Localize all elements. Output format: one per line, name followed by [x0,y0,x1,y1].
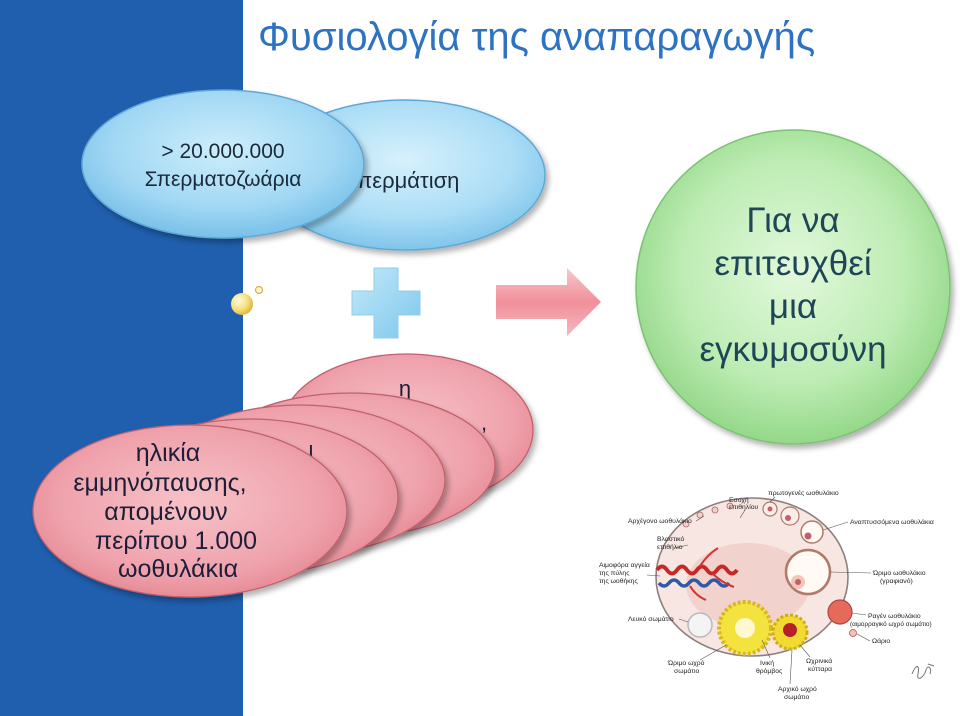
ovary-label-luteal-cells: Ωχρινικά [806,657,832,665]
ovary-label-mature-corpus-luteum: Ώριμο ωχρό [667,659,705,667]
pink-ellipse-5-fragment: η [399,376,411,401]
ovary-label-early-corpus-luteum-2: σωμάτιο [784,693,810,701]
blood-vessel-branch [689,547,735,601]
ovary-label-luteal-cells-2: κύτταρα [808,665,832,673]
ovary-label-invagination: Εσοχή [729,497,749,504]
ovary-label-primordial-follicle: Αρχέγονο ωοθυλάκιο [628,517,692,525]
primordial-follicle [696,511,704,519]
small-bubble-decoration [254,285,264,295]
growing-follicle-oocyte [785,515,791,521]
pregnancy-circle-shape [635,129,951,445]
ovary-illustration: πρωτογενές ωοθυλάκιο Εσοχή επιθηλίου Αρχ… [599,489,935,701]
pink-ellipse-5-fragment-comma: , [481,410,487,435]
released-ovum [849,629,857,637]
pregnancy-line-4: εγκυμοσύνη [699,330,886,369]
ovary-label-ruptured-follicle-2: (αιμορραγικό ωχρό σωμάτιο) [850,620,932,628]
ovary-label-mature-follicle: Ώριμο ωοθυλάκιο [872,569,926,577]
pregnancy-line-3: μια [769,287,817,326]
plus-icon [351,267,421,339]
ruptured-follicle [827,599,853,625]
graafian-oocyte [795,579,801,585]
primordial-follicle [682,520,690,528]
early-corpus-luteum-clot [783,623,797,637]
ovary-label-mature-follicle-2: (γραφιανό) [880,577,913,585]
primordial-follicle [726,502,734,510]
pink-ellipse-2-fragment: ι [309,437,314,462]
primordial-follicle [711,506,719,514]
corpus-albicans [687,612,713,638]
ovary-label-mature-corpus-luteum-2: σωμάτιο [674,667,700,675]
ovary-label-ovum: Ωάριο [872,637,890,645]
menopause-line-2: εμμηνόπαυσης, [73,469,246,497]
ovary-label-early-corpus-luteum: Αρχικό ωχρό [778,685,817,693]
ovary-label-ruptured-follicle: Ραγέν ωοθυλάκιο [868,612,921,620]
ovary-label-fibrin-clot-2: θρόμβος [756,667,783,675]
yellow-bubble-decoration [231,293,253,315]
menopause-line-4: περίπου 1.000 [95,527,257,555]
ovary-label-fibrin-clot: Ινική [760,660,774,667]
oocyte-ellipse-stack: η , ι ηλικία εμμηνόπαυσης, απομένουν περ… [32,353,534,598]
sperm-count-ellipse: > 20.000.000 Σπερματοζωάρια [81,89,365,239]
growing-follicle-oocyte [767,506,773,512]
ovary-label-corpus-albicans: Λευκό σωμάτιο [628,615,674,623]
label-leader-lines [646,496,872,685]
ovary-label-hilum-vessels-3: της ωοθήκης [599,578,638,585]
ovary-stroma [686,543,810,627]
pregnancy-circle: Για να επιτευχθεί μια εγκυμοσύνη [635,129,951,445]
ovary-label-growing-follicles: Αναπτυσσόμενα ωοθυλάκια [850,518,934,526]
ovary-label-primary-follicle: πρωτογενές ωοθυλάκιο [768,489,839,497]
menopause-line-3: απομένουν [104,498,227,526]
growing-follicle-oocyte [804,532,812,540]
sperm-count-ellipse-shape [81,89,365,239]
pink-ellipse-1 [32,424,348,598]
pregnancy-line-1: Για να [746,201,839,240]
corpus-luteum-core [735,618,755,638]
illustrator-signature [911,663,935,679]
sperm-count-value: > 20.000.000 [161,140,284,163]
growing-follicle [800,520,824,544]
ovary-label-germinal-epithelium-2: επιθήλιο [657,544,683,551]
right-arrow-icon [496,268,601,336]
menopause-line-1: ηλικία [136,439,200,467]
menopause-line-5: ωοθυλάκια [118,555,238,583]
blue-blood-vessel [657,578,731,588]
pregnancy-line-2: επιτευχθεί [714,244,872,283]
sperm-count-label: Σπερματοζωάρια [145,168,302,191]
ovary-label-hilum-vessels-2: της πύλης [599,569,630,577]
red-blood-vessel [655,564,739,576]
slide-title: Φυσιολογία της αναπαραγωγής [258,15,815,59]
ovary-label-germinal-epithelium: Βλαστικό [657,535,684,543]
ovary-label-invagination-2: επιθηλίου [729,503,758,511]
graafian-follicle [784,548,832,596]
ovary-label-hilum-vessels: Αιμοφόρα αγγεία [599,561,650,569]
